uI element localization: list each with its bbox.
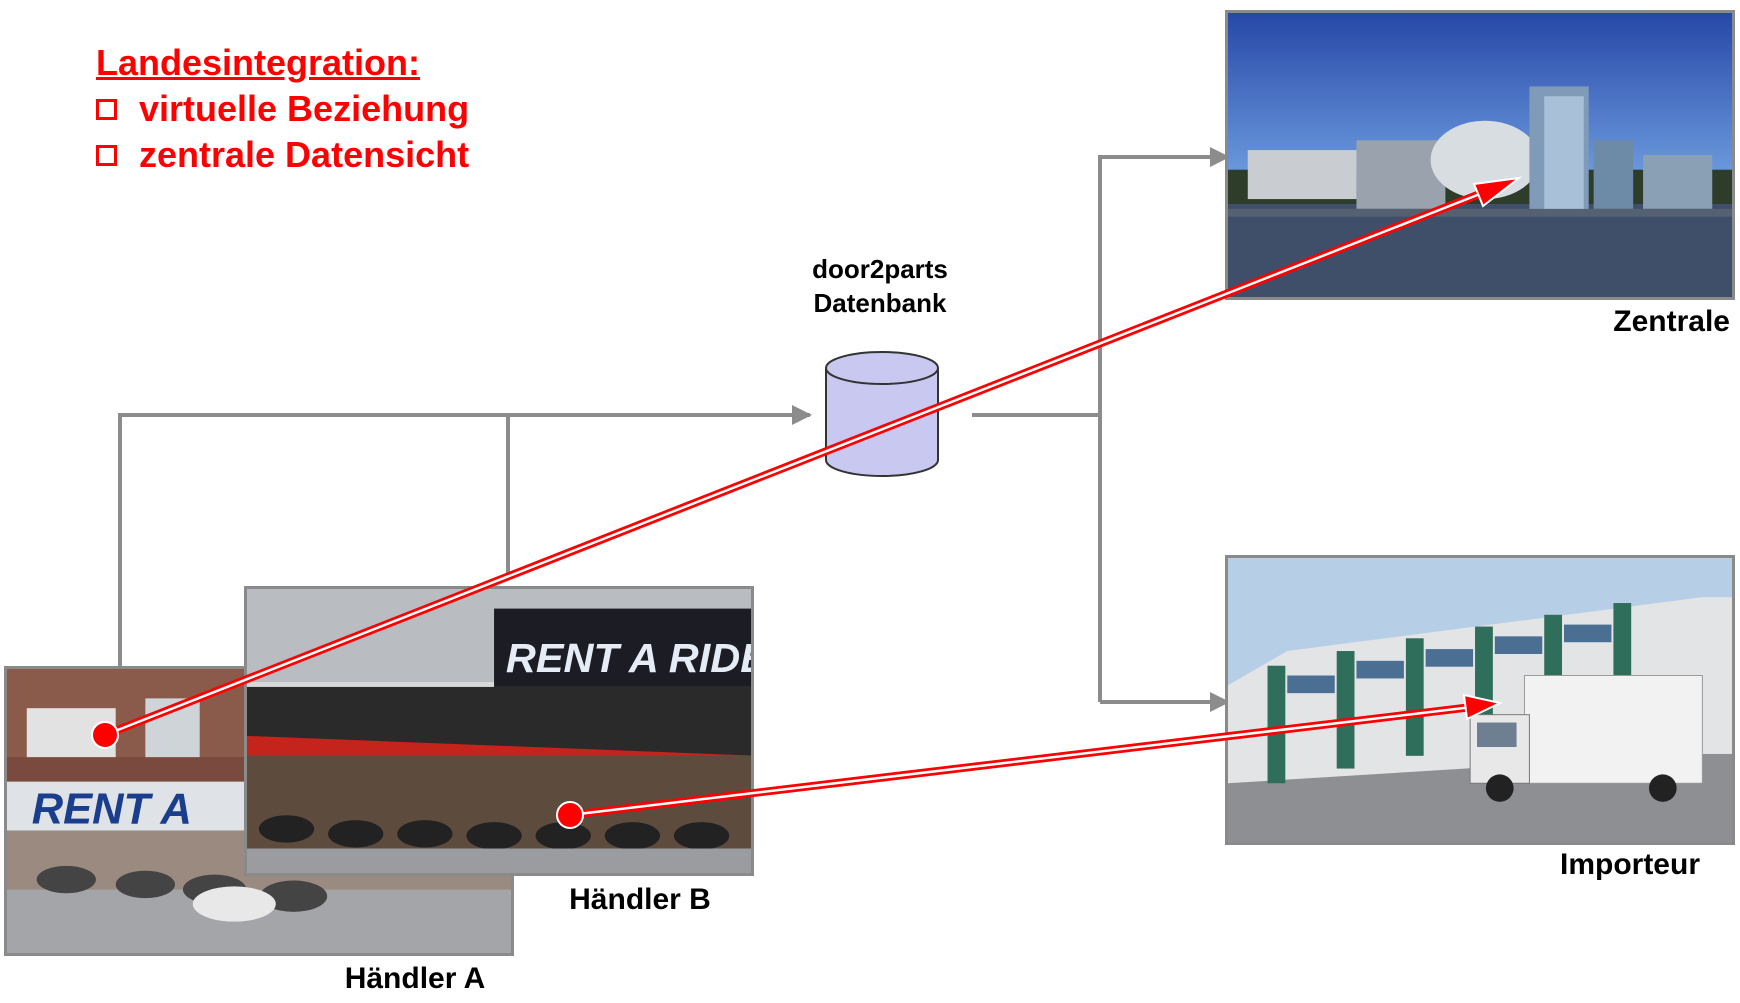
- connector-to-zentrale: [1098, 147, 1230, 702]
- zentrale-label: Zentrale: [1613, 305, 1730, 338]
- zentrale-photo: [1225, 10, 1735, 300]
- database-label-line1: door2parts: [812, 254, 948, 284]
- haendler-b-photo: RENT A RIDE: [244, 586, 754, 876]
- database-label: door2parts Datenbank: [790, 252, 970, 320]
- bullet-item-1: virtuelle Beziehung: [96, 88, 469, 130]
- bullet-text: virtuelle Beziehung: [139, 88, 470, 129]
- importeur-photo: [1225, 555, 1735, 845]
- database-cylinder-icon: [825, 351, 939, 477]
- bullet-item-2: zentrale Datensicht: [96, 134, 469, 176]
- checkbox-bullet-icon: [96, 98, 117, 120]
- haendler-b-label: Händler B: [569, 883, 711, 916]
- haendler-a-sign-text: RENT A: [32, 786, 192, 834]
- database-label-line2: Datenbank: [813, 288, 947, 318]
- slide-title: Landesintegration:: [96, 42, 421, 83]
- checkbox-bullet-icon: [96, 144, 117, 166]
- haendler-a-label: Händler A: [344, 962, 486, 995]
- importeur-label: Importeur: [1559, 848, 1700, 881]
- bullet-text: zentrale Datensicht: [139, 134, 470, 175]
- haendler-b-sign-text: RENT A RIDE: [506, 635, 751, 681]
